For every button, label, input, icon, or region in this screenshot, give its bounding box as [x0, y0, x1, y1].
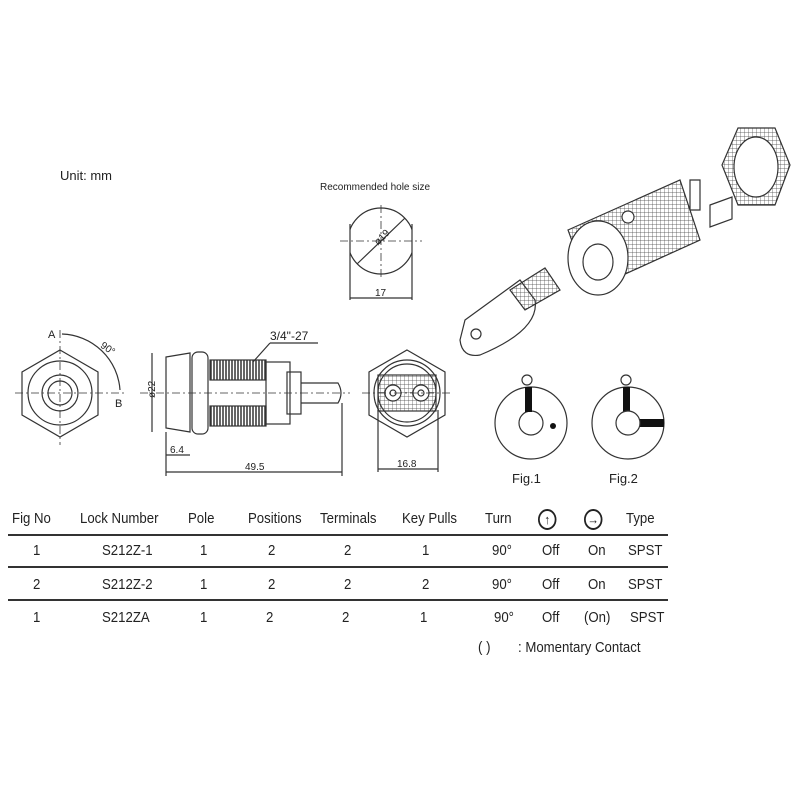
flange-dim: 6.4 — [170, 445, 184, 456]
cell-lock-number: S212Z-2 — [102, 576, 153, 593]
cell-off: Off — [542, 542, 560, 559]
note-text: : Momentary Contact — [518, 639, 641, 656]
cell-on: On — [588, 542, 606, 559]
note-symbol: ( ) — [478, 639, 491, 656]
row-divider — [8, 599, 668, 601]
cell-off: Off — [542, 576, 560, 593]
cell-positions: 2 — [266, 609, 274, 626]
cell-turn: 90° — [492, 576, 512, 593]
cell-on: (On) — [584, 609, 611, 626]
cell-lock-number: S212Z-1 — [102, 542, 153, 559]
fig-1-label: Fig.1 — [512, 471, 541, 486]
fig-1-diagram: Fig.1 — [494, 374, 568, 486]
cell-positions: 2 — [268, 542, 276, 559]
label-a: A — [48, 329, 56, 341]
cell-terminals: 2 — [342, 609, 350, 626]
label-b: B — [115, 398, 122, 410]
cell-off: Off — [542, 609, 560, 626]
cell-fig: 1 — [33, 609, 41, 626]
cell-fig: 1 — [33, 542, 41, 559]
hole-diameter: ø19 — [372, 228, 392, 248]
cell-lock-number: S212ZA — [102, 609, 150, 626]
header-type: Type — [626, 510, 655, 527]
header-lock-number: Lock Number — [80, 510, 159, 527]
cell-positions: 2 — [268, 576, 276, 593]
cell-turn: 90° — [494, 609, 514, 626]
cell-type: SPST — [628, 542, 663, 559]
hole-title: Recommended hole size — [320, 182, 430, 193]
cell-fig: 2 — [33, 576, 41, 593]
header-pole: Pole — [188, 510, 215, 527]
cell-key-pulls: 2 — [422, 576, 430, 593]
header-divider — [8, 534, 668, 536]
cell-type: SPST — [628, 576, 663, 593]
right-arrow-icon: → — [584, 509, 603, 530]
header-turn: Turn — [485, 510, 512, 527]
technical-drawing: Unit: mm Recommended hole size 17 ø19 A … — [15, 127, 791, 486]
cell-on: On — [588, 576, 606, 593]
header-fig-no: Fig No — [12, 510, 51, 527]
cell-terminals: 2 — [344, 542, 352, 559]
cell-pole: 1 — [200, 609, 208, 626]
cell-key-pulls: 1 — [422, 542, 430, 559]
cell-type: SPST — [630, 609, 665, 626]
fig-2-diagram: Fig.2 — [591, 374, 665, 486]
isometric-view — [459, 127, 791, 357]
header-key-pulls: Key Pulls — [402, 510, 458, 527]
hole-width: 17 — [375, 288, 387, 299]
cell-key-pulls: 1 — [420, 609, 428, 626]
cell-turn: 90° — [492, 542, 512, 559]
angle-label: 90° — [98, 340, 117, 358]
cell-pole: 1 — [200, 576, 208, 593]
header-terminals: Terminals — [320, 510, 377, 527]
unit-label: Unit: mm — [60, 168, 112, 183]
cell-pole: 1 — [200, 542, 208, 559]
row-divider — [8, 566, 668, 568]
hole-size-drawing: 17 ø19 — [340, 205, 422, 300]
rear-width-dim: 16.8 — [397, 459, 417, 470]
up-arrow-icon: ↑ — [538, 509, 557, 530]
front-view: A B 90° — [15, 329, 125, 445]
cell-terminals: 2 — [344, 576, 352, 593]
rear-view: 16.8 — [362, 349, 452, 472]
diameter-22: ø22 — [147, 380, 158, 398]
fig-2-label: Fig.2 — [609, 471, 638, 486]
thread-label: 3/4"-27 — [270, 329, 309, 343]
length-dim: 49.5 — [245, 462, 265, 473]
side-view: ø22 6.4 49.5 3/4"-27 — [140, 329, 350, 476]
header-positions: Positions — [248, 510, 302, 527]
